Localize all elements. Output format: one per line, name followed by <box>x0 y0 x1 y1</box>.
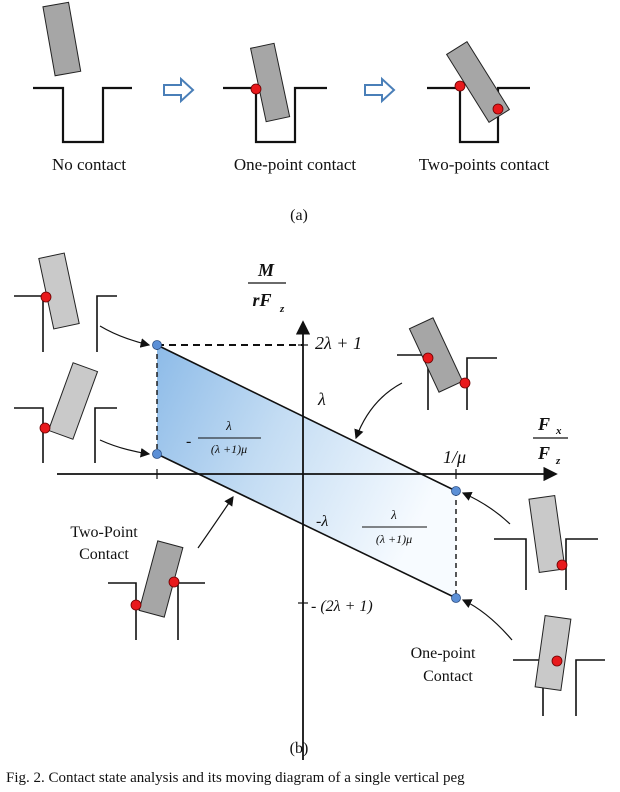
hole-two-point <box>427 86 530 144</box>
x-axis-numerator-sub: x <box>555 425 562 437</box>
state-label-no-contact: No contact <box>52 155 126 174</box>
annotation-one-point-line2: Contact <box>423 668 473 685</box>
fraction-numerator: λ <box>390 507 397 522</box>
vertex-point <box>152 449 162 459</box>
annotation-one-point-line1: One-point <box>411 645 476 662</box>
peg-no-contact <box>42 1 82 77</box>
contact-point <box>422 352 434 364</box>
peg-illustration-top-right <box>397 317 497 410</box>
region-lower-edge <box>156 453 457 599</box>
fraction-sign: - <box>186 433 191 450</box>
contact-point <box>556 559 568 571</box>
annotation-two-point-line1: Two-Point <box>70 524 138 541</box>
contact-point <box>40 291 52 303</box>
hole-one-point <box>223 86 327 144</box>
contact-point <box>130 599 142 611</box>
feasible-region <box>157 345 456 598</box>
tick-label-bottom: - (2λ + 1) <box>311 598 373 615</box>
vertex-point <box>152 340 162 350</box>
no-contact-state <box>33 1 132 144</box>
region-upper-edge <box>156 344 457 492</box>
tick-label-inv-mu: 1/μ <box>443 447 466 467</box>
peg-two-point <box>445 41 511 123</box>
panel-b: M rF z F x F z 2λ + 1 λ 1/μ -λ - (2λ + 1… <box>14 252 605 760</box>
contact-point <box>492 103 504 115</box>
one-point-contact-state <box>223 42 327 144</box>
panel-a: No contact One-point contact Two-points … <box>33 1 550 224</box>
peg-illustration-bottom-right <box>513 614 605 716</box>
y-axis-label: M rF z <box>248 260 286 315</box>
arrow-to-bottom-left-vertex <box>99 439 151 458</box>
x-axis-label: F x F z <box>533 414 568 467</box>
panel-a-label: (a) <box>290 207 308 224</box>
y-axis-numerator: M <box>257 260 275 280</box>
panel-b-label: (b) <box>290 740 309 757</box>
right-arrow-icon <box>364 76 396 104</box>
x-axis-denominator-sub: z <box>555 455 561 467</box>
contact-point <box>551 655 563 667</box>
x-axis-denominator: F <box>537 443 550 463</box>
tick-label-lambda: λ <box>317 389 326 409</box>
peg-illustration-mid-left <box>14 362 117 463</box>
contact-point <box>168 576 180 588</box>
arrow-to-right-bottom-vertex <box>461 599 513 641</box>
state-label-one-point: One-point contact <box>234 155 357 174</box>
fraction-numerator: λ <box>225 418 232 433</box>
figure-caption: Fig. 2. Contact state analysis and its m… <box>6 770 465 786</box>
peg-illustration-top-left <box>14 252 117 352</box>
contact-point <box>454 80 466 92</box>
right-intercept-label: λ (λ +1)μ <box>362 507 427 546</box>
tick-label-top: 2λ + 1 <box>315 333 362 353</box>
arrow-to-upper-edge <box>354 382 403 440</box>
right-arrow-icon <box>163 76 195 104</box>
y-axis-denominator: rF <box>252 290 271 310</box>
contact-point <box>39 422 51 434</box>
fraction-denominator: (λ +1)μ <box>376 532 412 546</box>
arrow-to-top-left-vertex <box>99 325 151 348</box>
fraction-denominator: (λ +1)μ <box>211 442 247 456</box>
peg-illustration-right-mid <box>494 494 598 590</box>
tick-label-neg-lambda: -λ <box>316 513 328 530</box>
vertex-point <box>451 593 461 603</box>
arrow-to-right-top-vertex <box>461 492 511 525</box>
contact-point <box>250 83 262 95</box>
x-axis-numerator: F <box>537 414 550 434</box>
arrow-to-lower-edge <box>197 496 234 549</box>
vertex-point <box>451 486 461 496</box>
peg-illustration-bottom-left <box>108 540 205 640</box>
y-axis-denominator-sub: z <box>279 303 285 315</box>
two-point-contact-state <box>427 41 530 144</box>
hole-no-contact <box>33 86 132 144</box>
left-intercept-label: - λ (λ +1)μ <box>186 418 261 456</box>
annotation-two-point-line2: Contact <box>79 546 129 563</box>
state-label-two-point: Two-points contact <box>419 155 550 174</box>
contact-point <box>459 377 471 389</box>
